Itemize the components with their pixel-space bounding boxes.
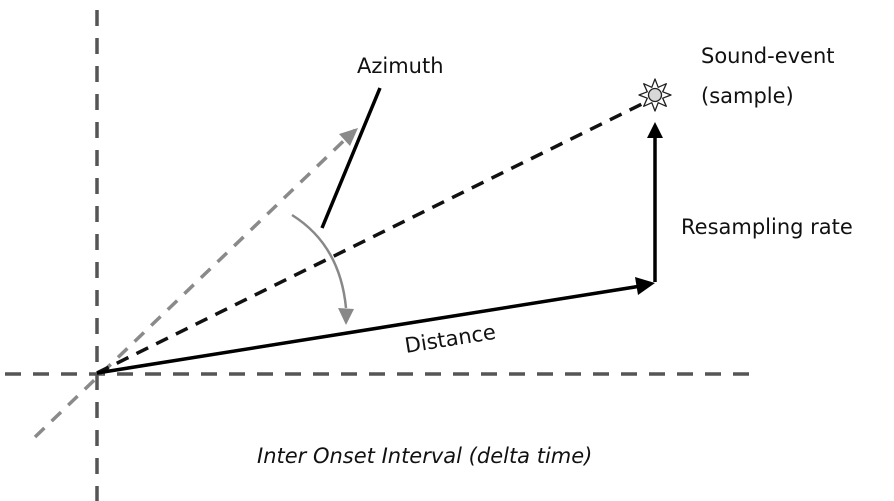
distance-arrowhead	[635, 277, 655, 295]
sound-event-direction-line	[96, 98, 651, 375]
resampling-rate-arrowhead	[647, 122, 663, 138]
azimuth-label: Azimuth	[357, 54, 444, 78]
azimuth-angle-arc	[291, 213, 348, 309]
azimuth-angle-arrowhead	[338, 308, 354, 325]
distance-vector	[96, 284, 642, 375]
horizontal-axis-label: Inter Onset Interval (delta time)	[257, 444, 592, 468]
resampling-rate-label: Resampling rate	[681, 215, 853, 239]
azimuth-reference-axis	[33, 128, 357, 439]
distance-label: Distance	[403, 320, 497, 358]
azimuth-reference-arrowhead	[339, 128, 358, 146]
sound-event-sublabel: (sample)	[701, 84, 794, 108]
sun-burst-icon	[638, 78, 672, 112]
azimuth-callout-line	[320, 87, 382, 229]
sound-event-label: Sound-event	[701, 44, 835, 68]
